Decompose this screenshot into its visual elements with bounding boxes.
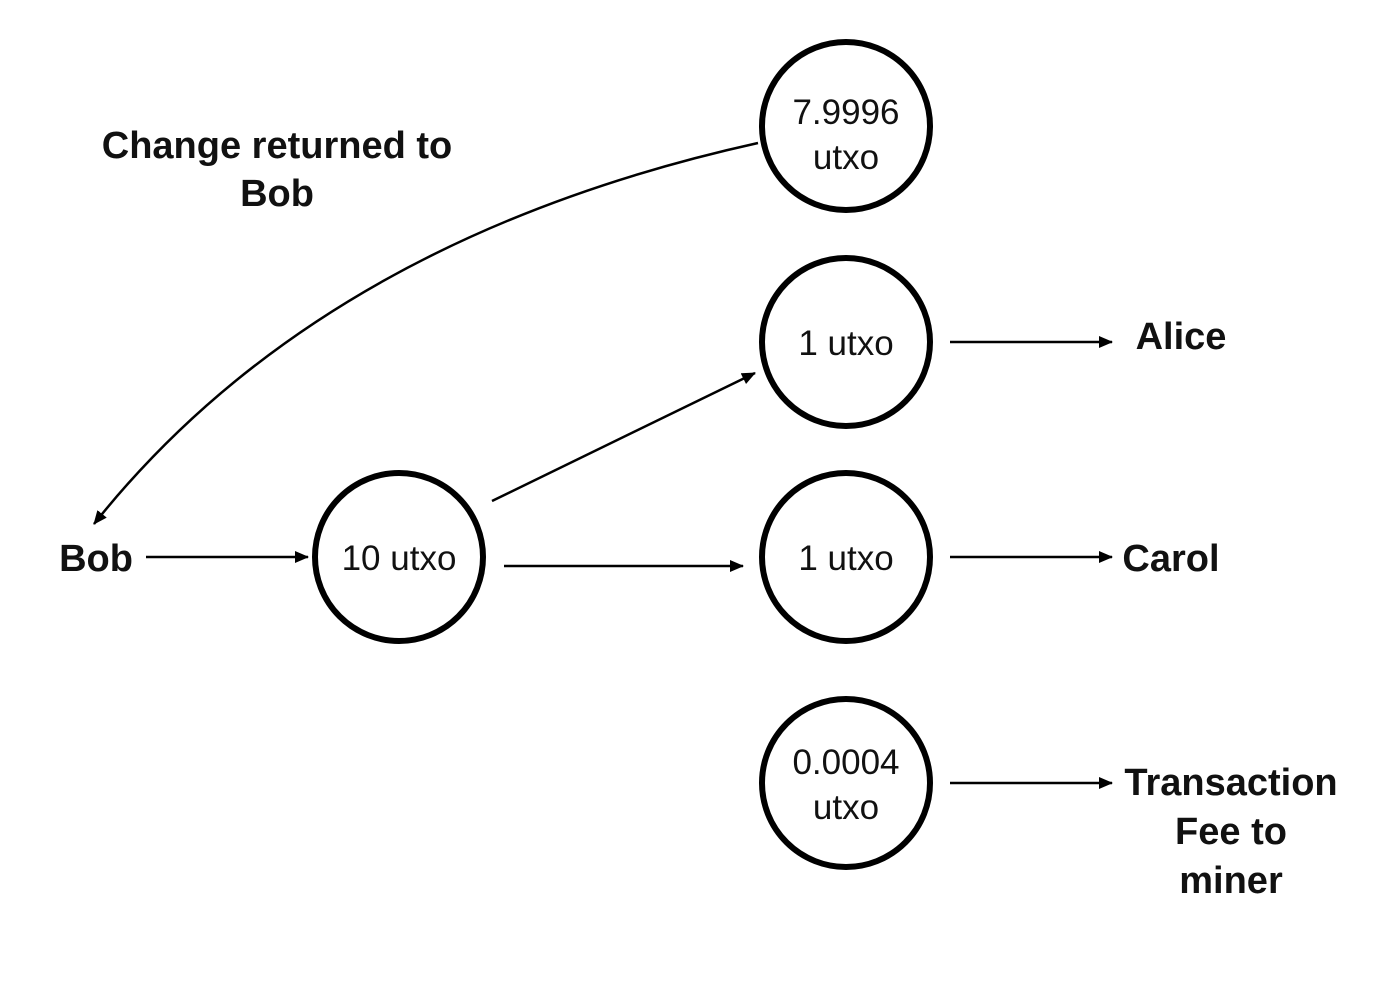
label-bob: Bob <box>59 538 133 580</box>
label-fee-line1: Transaction <box>1124 762 1337 804</box>
label-fee-line2: Fee to <box>1175 811 1287 853</box>
node-fee-amount: 0.0004 <box>792 743 899 782</box>
label-alice: Alice <box>1136 316 1227 358</box>
node-input-utxo: 10 utxo <box>312 470 486 644</box>
node-fee-utxo: 0.0004 utxo <box>759 696 933 870</box>
node-carol-utxo: 1 utxo <box>759 470 933 644</box>
node-change-amount: 7.9996 <box>792 93 899 132</box>
label-change-line2: Bob <box>240 173 314 215</box>
node-carol-label: 1 utxo <box>798 539 893 578</box>
label-carol: Carol <box>1122 538 1219 580</box>
label-change-line1: Change returned to <box>102 125 452 167</box>
node-change-unit: utxo <box>813 138 879 177</box>
node-fee-unit: utxo <box>813 788 879 827</box>
label-fee-line3: miner <box>1179 860 1283 902</box>
node-alice-label: 1 utxo <box>798 324 893 363</box>
node-change-utxo: 7.9996 utxo <box>759 39 933 213</box>
arrow-change-to-bob <box>93 141 759 525</box>
arrow-input-to-alice-utxo <box>491 371 756 503</box>
node-input-label: 10 utxo <box>342 539 457 578</box>
node-alice-utxo: 1 utxo <box>759 255 933 429</box>
